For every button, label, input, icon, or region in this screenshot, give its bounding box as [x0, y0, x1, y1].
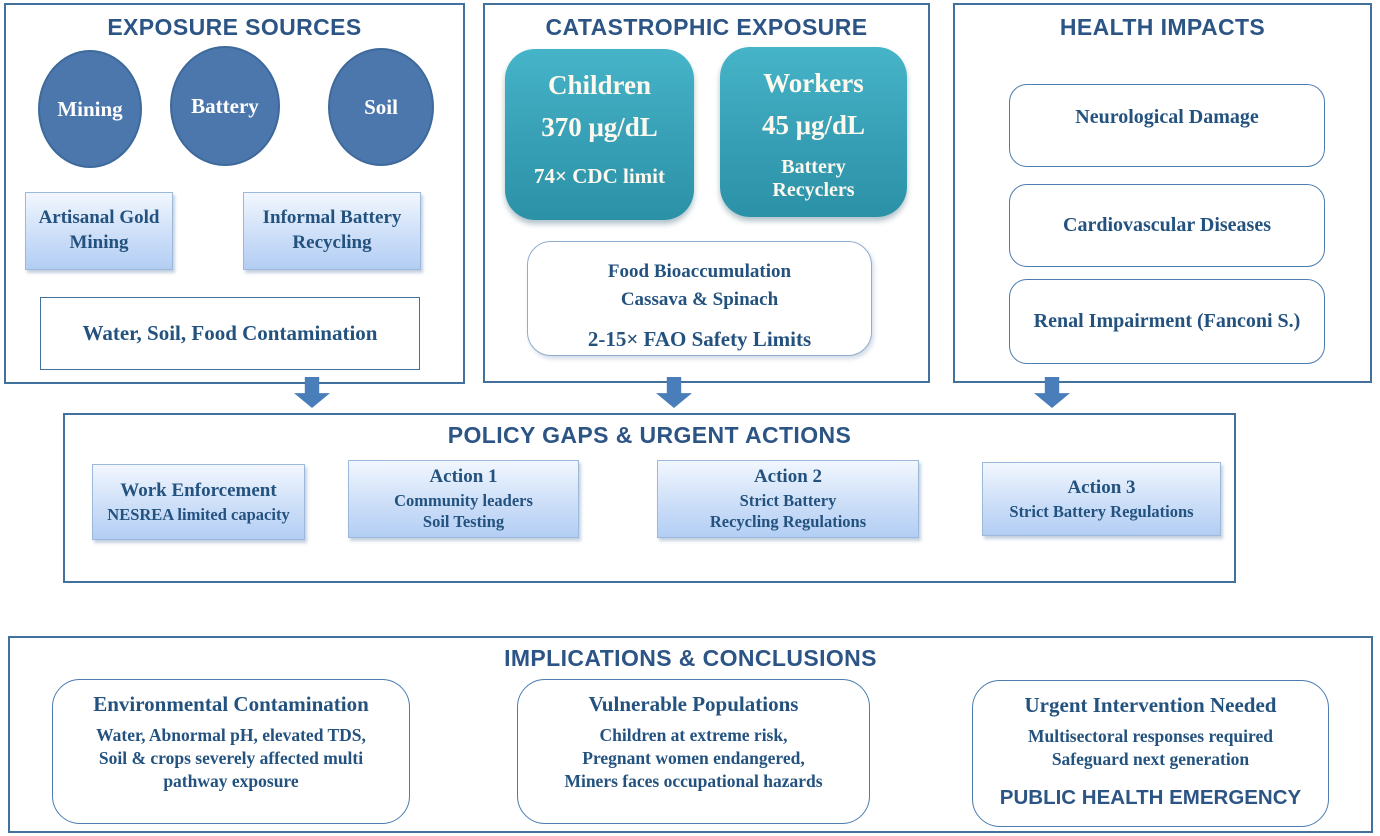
action-2-box: Action 2 Strict Battery Recycling Regula… — [657, 460, 919, 538]
action-2-line: Recycling Regulations — [709, 512, 867, 532]
neurological-damage-label: Neurological Damage — [1075, 106, 1259, 128]
vulnerable-populations-title: Vulnerable Populations — [588, 692, 799, 716]
environmental-contamination-line: pathway exposure — [163, 771, 299, 792]
vulnerable-populations-card: Vulnerable Populations Children at extre… — [517, 679, 870, 824]
food-box-line: Cassava & Spinach — [620, 288, 779, 310]
mining-circle: Mining — [38, 50, 142, 168]
action-2-line: Strict Battery — [739, 490, 837, 510]
action-1-line: Community leaders — [394, 490, 533, 510]
renal-impairment-label: Renal Impairment (Fanconi S.) — [1033, 310, 1301, 332]
health-impacts-panel: HEALTH IMPACTS Neurological Damage Cardi… — [953, 3, 1372, 383]
work-enforcement-box: Work Enforcement NESREA limited capacity — [92, 464, 305, 540]
battery-circle: Battery — [170, 46, 280, 166]
workers-card-note-line: Battery — [781, 156, 846, 179]
children-card-note: 74× CDC limit — [534, 164, 665, 189]
vulnerable-populations-line: Children at extreme risk, — [599, 725, 788, 745]
action-2-title: Action 2 — [753, 466, 823, 488]
artisanal-gold-mining-line: Artisanal Gold — [38, 207, 160, 229]
informal-battery-recycling-line: Recycling — [292, 232, 372, 253]
informal-battery-recycling-line: Informal Battery — [262, 207, 402, 229]
action-3-title: Action 3 — [1067, 476, 1136, 498]
vulnerable-populations-line: Miners faces occupational hazards — [564, 771, 823, 792]
action-1-title: Action 1 — [429, 466, 498, 488]
food-box-line: Food Bioaccumulation — [607, 261, 792, 282]
policy-gaps-panel: POLICY GAPS & URGENT ACTIONS Work Enforc… — [63, 413, 1236, 583]
vulnerable-populations-body: Children at extreme risk, Pregnant women… — [518, 724, 869, 793]
action-3-box: Action 3 Strict Battery Regulations — [982, 462, 1221, 536]
contamination-box-label: Water, Soil, Food Contamination — [82, 321, 378, 345]
informal-battery-recycling-box: Informal Battery Recycling — [243, 192, 421, 270]
implications-panel: IMPLICATIONS & CONCLUSIONS Environmental… — [8, 636, 1373, 833]
soil-circle-label: Soil — [364, 94, 398, 119]
environmental-contamination-body: Water, Abnormal pH, elevated TDS, Soil &… — [53, 724, 409, 793]
action-1-box: Action 1 Community leaders Soil Testing — [348, 460, 579, 538]
soil-circle: Soil — [328, 48, 434, 166]
workers-exposure-card: Workers 45 μg/dL Battery Recyclers — [720, 47, 907, 217]
urgent-intervention-body: Multisectoral responses required Safegua… — [973, 725, 1328, 771]
cardiovascular-diseases-box: Cardiovascular Diseases — [1009, 184, 1325, 267]
environmental-contamination-title: Environmental Contamination — [93, 692, 369, 716]
vulnerable-populations-line: Pregnant women endangered, — [582, 748, 805, 769]
work-enforcement-title: Work Enforcement — [120, 479, 277, 501]
policy-gaps-title: POLICY GAPS & URGENT ACTIONS — [447, 422, 852, 448]
catastrophic-exposure-panel: CATASTROPHIC EXPOSURE Children 370 μg/dL… — [483, 3, 930, 383]
contamination-box: Water, Soil, Food Contamination — [40, 297, 420, 370]
implications-title: IMPLICATIONS & CONCLUSIONS — [504, 645, 877, 671]
children-card-value: 370 μg/dL — [541, 111, 658, 142]
action-3-line: Strict Battery Regulations — [1009, 501, 1194, 521]
workers-card-name: Workers — [763, 68, 864, 98]
urgent-intervention-line: Safeguard next generation — [1051, 749, 1250, 770]
children-exposure-card: Children 370 μg/dL 74× CDC limit — [505, 49, 694, 220]
exposure-sources-title: EXPOSURE SOURCES — [107, 14, 362, 40]
battery-circle-label: Battery — [191, 93, 259, 118]
food-bioaccumulation-box: Food Bioaccumulation Cassava & Spinach 2… — [527, 241, 872, 356]
artisanal-gold-mining-box: Artisanal Gold Mining — [25, 192, 173, 270]
urgent-intervention-card: Urgent Intervention Needed Multisectoral… — [972, 680, 1329, 827]
renal-impairment-box: Renal Impairment (Fanconi S.) — [1009, 279, 1325, 364]
work-enforcement-line: NESREA limited capacity — [107, 504, 290, 524]
action-1-line: Soil Testing — [422, 512, 505, 532]
public-health-emergency-label: PUBLIC HEALTH EMERGENCY — [999, 786, 1302, 810]
exposure-sources-panel: EXPOSURE SOURCES Mining Battery Soil Art… — [4, 3, 465, 384]
children-card-name: Children — [547, 70, 652, 100]
workers-card-note: Battery Recyclers — [720, 156, 907, 202]
environmental-contamination-line: Water, Abnormal pH, elevated TDS, — [96, 725, 366, 745]
neurological-damage-box: Neurological Damage — [1009, 84, 1325, 167]
workers-card-note-line: Recyclers — [772, 179, 855, 202]
artisanal-gold-mining-line: Mining — [69, 232, 129, 253]
food-box-line: 2-15× FAO Safety Limits — [587, 327, 812, 352]
mining-circle-label: Mining — [57, 96, 123, 121]
urgent-intervention-line: Multisectoral responses required — [1028, 726, 1273, 746]
urgent-intervention-title: Urgent Intervention Needed — [1024, 693, 1277, 717]
environmental-contamination-card: Environmental Contamination Water, Abnor… — [52, 679, 410, 824]
workers-card-value: 45 μg/dL — [761, 109, 866, 140]
health-impacts-title: HEALTH IMPACTS — [1059, 14, 1266, 40]
environmental-contamination-line: Soil & crops severely affected multi — [98, 748, 364, 769]
cardiovascular-diseases-label: Cardiovascular Diseases — [1063, 214, 1271, 236]
catastrophic-exposure-title: CATASTROPHIC EXPOSURE — [545, 14, 868, 40]
